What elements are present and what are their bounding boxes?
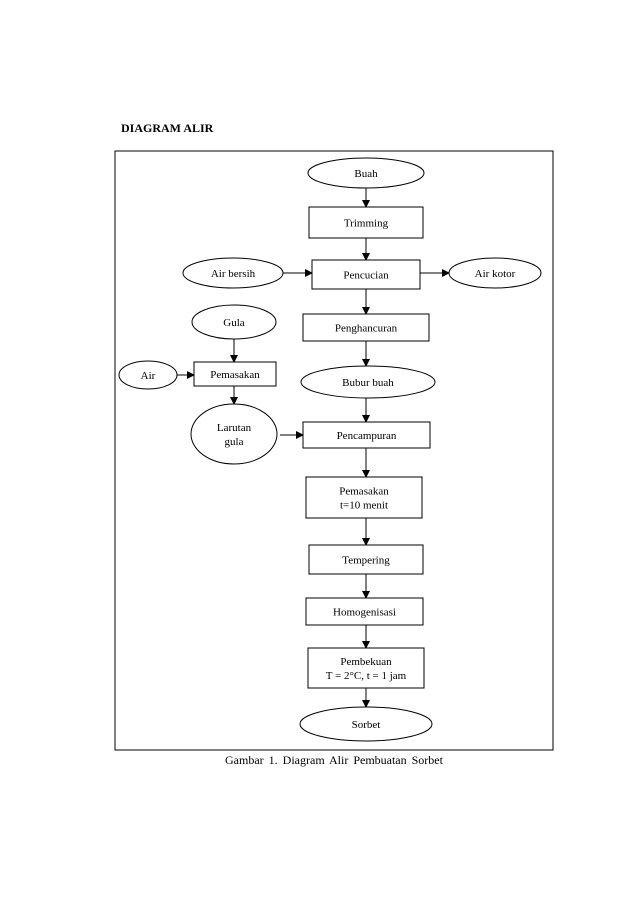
trimming-shape [308,206,424,239]
trimming-label: Trimming [344,218,389,230]
pembekuan-label: Pembekuan [340,656,392,668]
penghancuran-shape [302,313,430,342]
node-gula: Gula [191,304,277,340]
pencucian-label: Pencucian [343,270,389,282]
sorbet-label: Sorbet [352,719,381,731]
node-tempering: Tempering [308,544,424,575]
air-shape [118,360,178,390]
diagram-border [114,150,554,751]
node-pemasakan: Pemasakan t=10 menit [305,476,423,519]
node-air: Air [118,360,178,390]
air-label: Air [141,370,156,382]
node-trimming: Trimming [308,206,424,239]
node-air-kotor: Air kotor [448,257,542,289]
larutan-gula-shape [190,403,278,465]
node-penghancuran: Penghancuran [302,313,430,342]
larutan-gula-label: gula [225,436,244,448]
pemasakan-gula-label: Pemasakan [210,369,260,381]
node-air-bersih: Air bersih [182,257,284,289]
larutan-gula-label: Larutan [217,422,252,434]
node-pemasakan-gula: Pemasakan [193,361,277,387]
pencampuran-label: Pencampuran [337,430,397,442]
tempering-shape [308,544,424,575]
air-kotor-shape [448,257,542,289]
figure-caption: Gambar 1. Diagram Alir Pembuatan Sorbet [225,753,443,767]
node-pencucian: Pencucian [311,259,421,290]
buah-shape [307,157,425,189]
homogenisasi-label: Homogenisasi [333,607,396,619]
homogenisasi-shape [305,597,424,626]
sorbet-shape [299,706,433,742]
node-homogenisasi: Homogenisasi [305,597,424,626]
node-sorbet: Sorbet [299,706,433,742]
tempering-label: Tempering [342,555,390,567]
pemasakan-shape [305,476,423,519]
node-larutan-gula: Larutan gula [190,403,278,465]
node-pencampuran: Pencampuran [302,421,431,449]
air-bersih-shape [182,257,284,289]
pencampuran-shape [302,421,431,449]
pemasakan-gula-shape [193,361,277,387]
air-kotor-label: Air kotor [475,268,516,280]
penghancuran-label: Penghancuran [335,323,398,335]
gula-shape [191,304,277,340]
pemasakan-label: t=10 menit [340,500,388,512]
bubur-buah-shape [300,365,436,399]
pembekuan-label: T = 2°C, t = 1 jam [326,670,407,682]
node-bubur-buah: Bubur buah [300,365,436,399]
page-title: DIAGRAM ALIR [121,121,214,135]
gula-label: Gula [223,317,245,329]
buah-label: Buah [354,168,378,180]
pencucian-shape [311,259,421,290]
pemasakan-label: Pemasakan [339,486,389,498]
node-pembekuan: Pembekuan T = 2°C, t = 1 jam [307,647,425,689]
node-buah: Buah [307,157,425,189]
pembekuan-shape [307,647,425,689]
air-bersih-label: Air bersih [211,268,256,280]
bubur-buah-label: Bubur buah [342,377,394,389]
